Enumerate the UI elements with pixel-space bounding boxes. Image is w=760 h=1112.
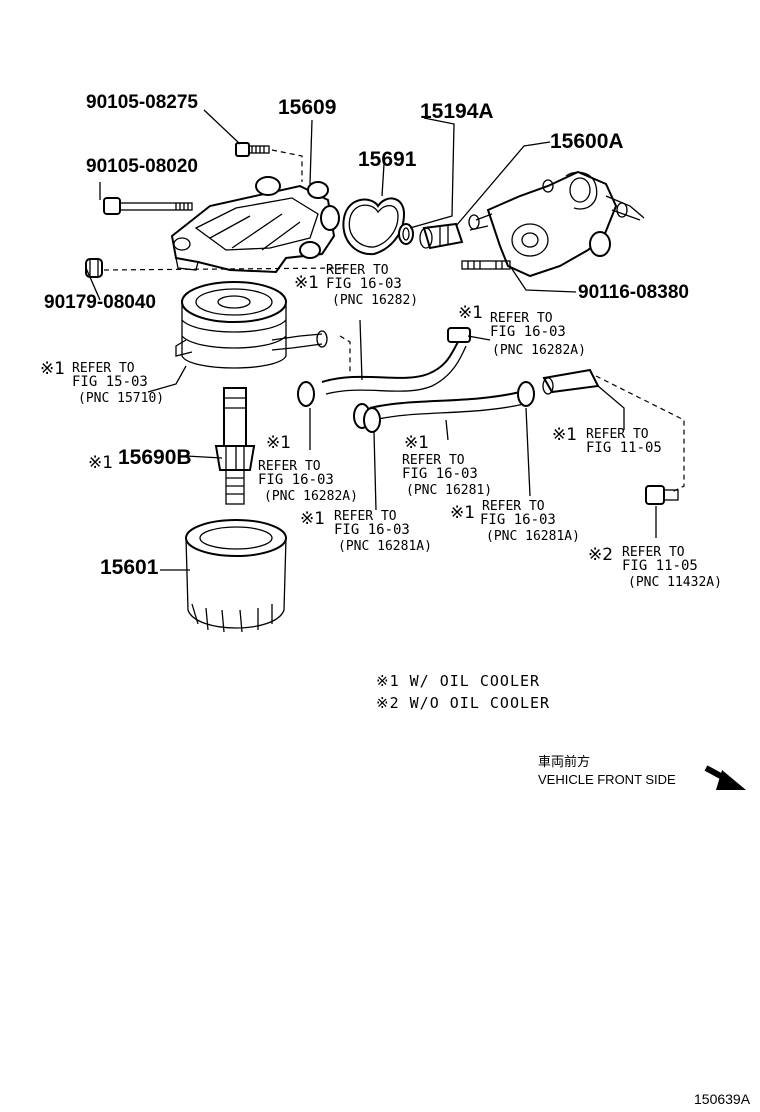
ref-fig-16-03-16281: ※1 REFER TO FIG 16-03 (PNC 16281) [402, 433, 492, 498]
drain-plug-drawing [645, 485, 679, 505]
svg-text:(PNC 15710): (PNC 15710) [78, 391, 164, 406]
ref-fig-11-05-a: ※1 REFER TO FIG 11-05 [552, 425, 662, 456]
part-label-90116-08380: 90116-08380 [578, 282, 689, 303]
ref-fig-16-03-16281a-left: ※1 REFER TO FIG 16-03 (PNC 16281A) [300, 509, 432, 554]
svg-text:※1: ※1 [40, 359, 65, 379]
part-label-90105-08020: 90105-08020 [86, 156, 198, 177]
part-label-15601: 15601 [100, 556, 159, 579]
svg-text:※1: ※1 [300, 509, 325, 529]
ref-fig-16-03-16281a-right: ※1 REFER TO FIG 16-03 (PNC 16281A) [450, 499, 580, 544]
svg-text:(PNC 16281): (PNC 16281) [406, 483, 492, 498]
svg-text:FIG 16-03: FIG 16-03 [258, 472, 334, 488]
union-15690b-drawing [214, 387, 256, 505]
svg-text:REFER TO: REFER TO [334, 509, 397, 524]
pipe-fitting-drawing [419, 222, 464, 250]
svg-text:※1: ※1 [458, 303, 483, 323]
svg-text:FIG 16-03: FIG 16-03 [480, 512, 556, 528]
svg-text:REFER TO: REFER TO [72, 361, 135, 376]
svg-text:※1: ※1 [294, 273, 319, 293]
ref-fig-16-03-16282: ※1 REFER TO FIG 16-03 (PNC 16282) [294, 263, 418, 308]
svg-text:REFER TO: REFER TO [490, 311, 553, 326]
svg-text:※1: ※1 [404, 433, 429, 453]
part-label-90179-08040: 90179-08040 [44, 292, 156, 313]
ref-fig-16-03-16282a-top: ※1 REFER TO FIG 16-03 (PNC 16282A) [458, 303, 586, 358]
svg-text:FIG 16-03: FIG 16-03 [402, 466, 478, 482]
svg-text:(PNC 16282A): (PNC 16282A) [492, 343, 586, 358]
part-label-90105-08275: 90105-08275 [86, 92, 198, 113]
svg-text:FIG 16-03: FIG 16-03 [334, 522, 410, 538]
svg-text:※1: ※1 [552, 425, 577, 445]
svg-text:(PNC 16281A): (PNC 16281A) [338, 539, 432, 554]
svg-text:FIG 16-03: FIG 16-03 [490, 324, 566, 340]
part-label-15690b: 15690B [118, 446, 192, 469]
hoses-drawing [321, 327, 600, 421]
oil-cooler-15600a-drawing [468, 170, 645, 278]
svg-text:REFER TO: REFER TO [586, 427, 649, 442]
svg-text:REFER TO: REFER TO [402, 453, 465, 468]
ref-fig-11-05-b: ※2 REFER TO FIG 11-05 (PNC 11432A) [588, 545, 722, 590]
ref-fig-15-03: ※1 REFER TO FIG 15-03 (PNC 15710) [40, 359, 164, 406]
svg-text:FIG 11-05: FIG 11-05 [586, 440, 662, 456]
bolt-08020-drawing [103, 197, 193, 215]
oil-filter-15601-drawing [185, 519, 287, 633]
svg-text:※1: ※1 [266, 433, 291, 453]
ref-fig-16-03-16282a-left: ※1 REFER TO FIG 16-03 (PNC 16282A) [258, 433, 358, 504]
front-side-english: VEHICLE FRONT SIDE [538, 772, 676, 787]
bolt-08275-drawing [235, 142, 270, 157]
svg-text:REFER TO: REFER TO [622, 545, 685, 560]
union-mark: ※1 [88, 453, 113, 473]
svg-text:(PNC 16282): (PNC 16282) [332, 293, 418, 308]
front-direction-arrow-icon [704, 765, 746, 790]
svg-text:※1: ※1 [450, 503, 475, 523]
stud-08380-drawing [461, 260, 511, 270]
leader-lines [85, 109, 685, 571]
legend-note-without-oil-cooler: ※2 W/O OIL COOLER [376, 694, 550, 712]
bracket-15609-drawing [170, 176, 340, 274]
svg-text:(PNC 16282A): (PNC 16282A) [264, 489, 358, 504]
svg-text:FIG 15-03: FIG 15-03 [72, 374, 148, 390]
filter-cooler-element-drawing [175, 281, 328, 369]
diagram-code: 150639A [694, 1091, 751, 1107]
svg-text:REFER TO: REFER TO [326, 263, 389, 278]
oring-15194a-drawing [398, 223, 414, 245]
front-side-japanese: 車両前方 [538, 754, 590, 769]
svg-text:※2: ※2 [588, 545, 613, 565]
part-label-15609: 15609 [278, 96, 336, 119]
gasket-15691-drawing [342, 197, 406, 256]
legend-note-with-oil-cooler: ※1 W/ OIL COOLER [376, 672, 540, 690]
svg-text:FIG 11-05: FIG 11-05 [622, 558, 698, 574]
svg-text:REFER TO: REFER TO [258, 459, 321, 474]
part-label-15194a: 15194A [420, 100, 494, 123]
hose-clamps-drawing [297, 381, 535, 433]
svg-text:(PNC 16281A): (PNC 16281A) [486, 529, 580, 544]
svg-text:REFER TO: REFER TO [482, 499, 545, 514]
svg-text:(PNC 11432A): (PNC 11432A) [628, 575, 722, 590]
part-label-15600a: 15600A [550, 130, 624, 153]
part-label-15691: 15691 [358, 148, 417, 171]
svg-text:FIG 16-03: FIG 16-03 [326, 276, 402, 292]
